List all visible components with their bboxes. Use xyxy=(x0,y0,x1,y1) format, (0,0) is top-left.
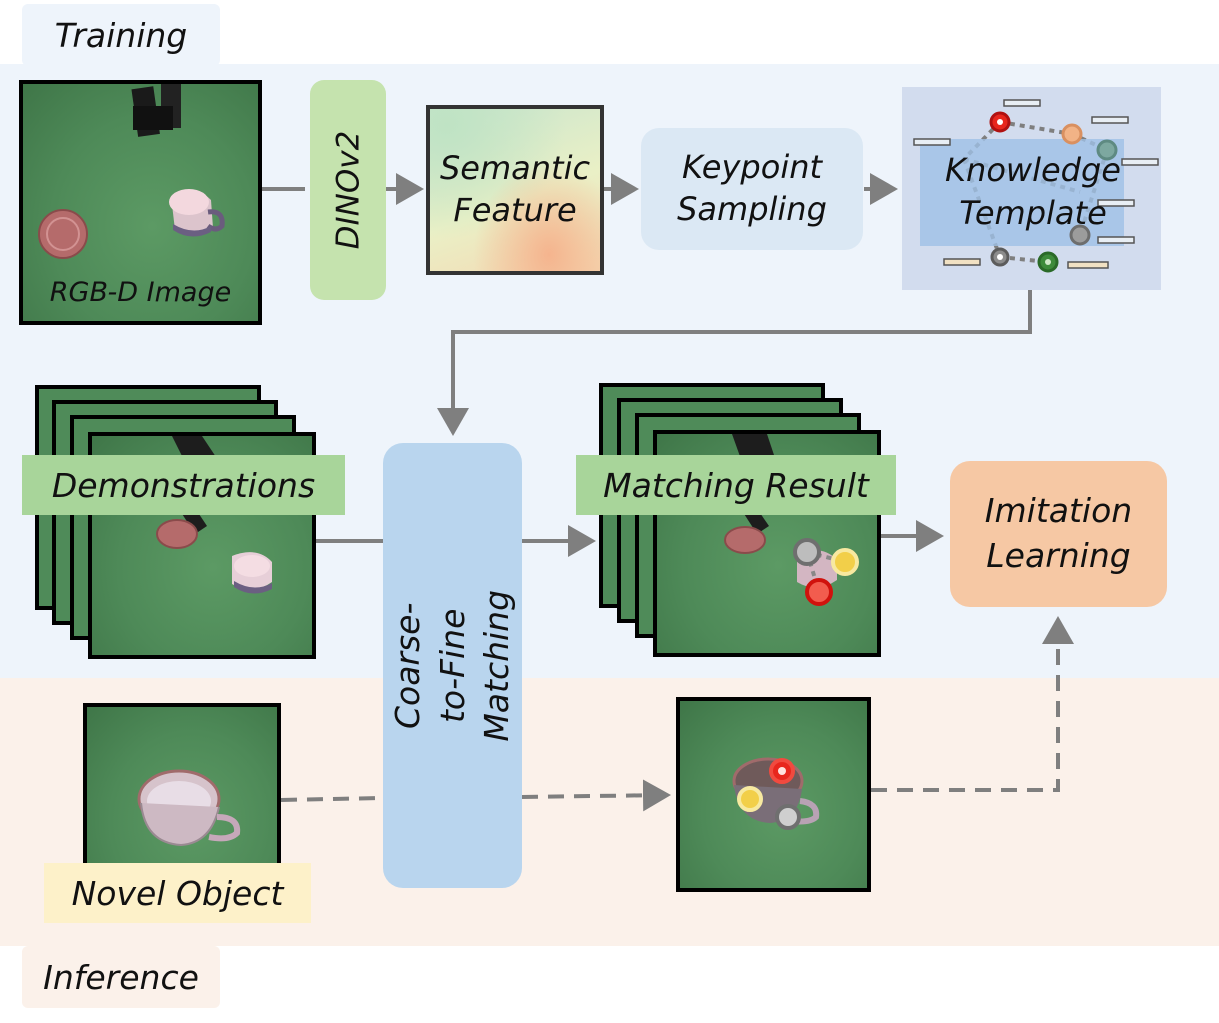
keypoint-sampling-block: Keypoint Sampling xyxy=(641,128,863,250)
semantic-feature-block: Semantic Feature xyxy=(426,105,604,275)
result-keypoint-yellow-icon xyxy=(831,548,859,576)
inference-keypoint-gray-icon xyxy=(775,804,801,830)
result-keypoint-red-icon xyxy=(805,578,833,606)
knowledge-template-block: Knowledge Template xyxy=(902,87,1161,290)
coarse-to-fine-label: Coarse-to-Fine Matching xyxy=(387,589,516,742)
semantic-feature-label: Semantic Feature xyxy=(439,149,591,229)
result-keypoint-gray-icon xyxy=(793,538,821,566)
rgbd-image: RGB-D Image xyxy=(19,80,262,325)
keypoint-teal-icon xyxy=(1096,139,1118,161)
rgbd-scene xyxy=(38,84,225,259)
imitation-learning-label: Imitation Learning xyxy=(984,491,1133,575)
training-tab: Training xyxy=(22,4,220,66)
keypoint-gray2-icon xyxy=(1069,224,1091,246)
dinov2-block: DINOv2 xyxy=(310,80,386,300)
demo-frame-4 xyxy=(88,432,316,659)
training-label: Training xyxy=(54,15,188,55)
inference-keypoint-yellow-icon xyxy=(737,786,763,812)
edge-template-to-matching xyxy=(437,290,1032,436)
inference-result-scene xyxy=(732,757,820,830)
demonstrations-label: Demonstrations xyxy=(22,455,345,515)
keypoint-sampling-label: Keypoint Sampling xyxy=(677,148,827,228)
inference-label: Inference xyxy=(43,957,199,997)
edge-matching-to-inference-result xyxy=(521,779,671,812)
coarse-to-fine-block: Coarse-to-Fine Matching xyxy=(383,443,522,888)
matching-result-label: Matching Result xyxy=(576,455,896,515)
novel-object-scene xyxy=(137,769,241,847)
edge-inference-to-imitation xyxy=(871,616,1074,792)
dinov2-label: DINOv2 xyxy=(330,130,367,250)
rgbd-image-label: RGB-D Image xyxy=(49,277,232,308)
edge-novel-to-matching xyxy=(280,796,384,802)
knowledge-template-label: Knowledge Template xyxy=(945,151,1121,233)
inference-tab: Inference xyxy=(22,946,220,1008)
novel-object-label: Novel Object xyxy=(44,863,311,923)
keypoint-peach-icon xyxy=(1061,123,1083,145)
imitation-learning-block: Imitation Learning xyxy=(950,461,1167,607)
inference-result-image xyxy=(676,697,871,892)
template-graph xyxy=(913,99,1159,273)
